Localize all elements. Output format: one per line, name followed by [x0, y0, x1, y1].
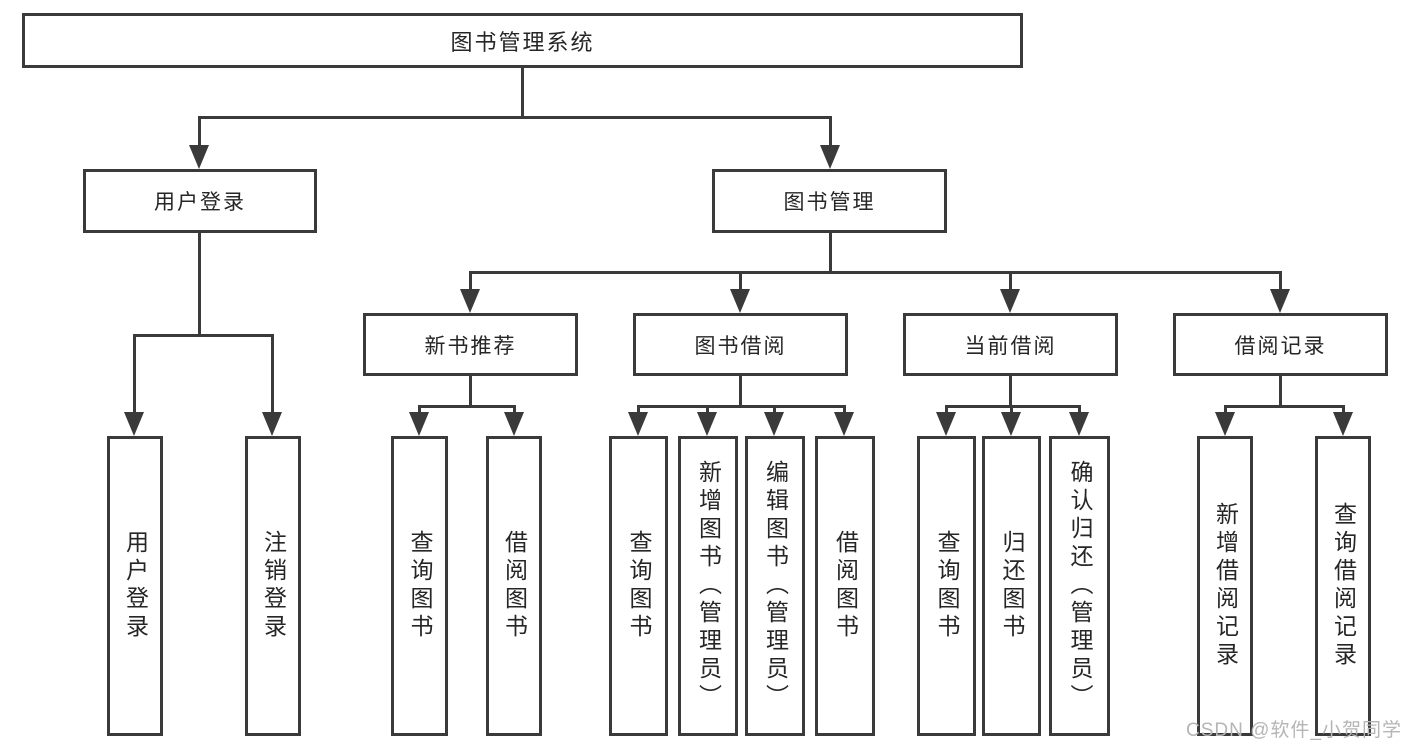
- connector-line: [829, 233, 832, 273]
- node-current-borrowing: 当前借阅: [903, 313, 1118, 376]
- node-new-book-recommend-label: 新书推荐: [424, 334, 517, 358]
- connector-line: [843, 408, 846, 414]
- connector-line: [133, 334, 274, 337]
- connector-line: [271, 337, 274, 413]
- node-book-borrowing: 图书借阅: [633, 313, 848, 376]
- connector-line: [469, 274, 472, 291]
- leaf-query-books-borrowing-label: 查询图书: [626, 530, 652, 642]
- leaf-user-login-label: 用户登录: [122, 530, 149, 642]
- leaf-edit-book-admin-label: 编辑图书（管理员）: [762, 460, 789, 712]
- leaf-logout-label: 注销登录: [260, 530, 287, 642]
- arrow-down-icon: [628, 412, 648, 436]
- arrow-down-icon: [1270, 289, 1290, 313]
- arrow-down-icon: [1001, 412, 1021, 436]
- arrow-down-icon: [764, 412, 784, 436]
- watermark: CSDN @软件_小贺同学: [1186, 720, 1402, 741]
- arrow-down-icon: [1000, 289, 1020, 313]
- arrow-down-icon: [460, 289, 480, 313]
- connector-line: [198, 119, 201, 147]
- arrow-down-icon: [834, 412, 854, 436]
- connector-line: [1010, 408, 1013, 414]
- connector-line: [513, 408, 516, 414]
- arrow-down-icon: [189, 145, 209, 169]
- connector-line: [198, 116, 832, 119]
- leaf-add-borrow-record-label: 新增借阅记录: [1212, 502, 1239, 670]
- connector-line: [706, 408, 709, 414]
- node-root-label: 图书管理系统: [450, 29, 595, 55]
- node-current-borrowing-label: 当前借阅: [964, 334, 1057, 358]
- node-root: 图书管理系统: [22, 13, 1023, 68]
- connector-line: [469, 376, 472, 407]
- leaf-user-login: 用户登录: [107, 436, 163, 736]
- node-borrow-records-label: 借阅记录: [1234, 334, 1327, 358]
- leaf-edit-book-admin: 编辑图书（管理员）: [745, 436, 805, 736]
- connector-line: [198, 233, 201, 336]
- connector-line: [739, 376, 742, 407]
- leaf-borrow-books-borrowing-label: 借阅图书: [832, 530, 859, 642]
- arrow-down-icon: [504, 412, 524, 436]
- arrow-down-icon: [124, 412, 144, 436]
- leaf-return-books-label: 归还图书: [999, 530, 1025, 642]
- node-book-management: 图书管理: [712, 169, 947, 233]
- connector-line: [773, 408, 776, 414]
- connector-line: [637, 405, 846, 408]
- leaf-logout: 注销登录: [245, 436, 301, 736]
- leaf-confirm-return-admin: 确认归还（管理员）: [1049, 436, 1110, 736]
- connector-line: [521, 68, 524, 118]
- leaf-borrow-books-recommend: 借阅图书: [486, 436, 542, 736]
- leaf-return-books: 归还图书: [982, 436, 1041, 736]
- leaf-confirm-return-admin-label: 确认归还（管理员）: [1067, 460, 1093, 712]
- leaf-add-book-admin: 新增图书（管理员）: [678, 436, 738, 736]
- connector-line: [1078, 408, 1081, 414]
- connector-line: [1009, 274, 1012, 291]
- leaf-borrow-books-recommend-label: 借阅图书: [501, 530, 528, 642]
- node-new-book-recommend: 新书推荐: [363, 313, 578, 376]
- leaf-query-books-current-label: 查询图书: [934, 530, 960, 642]
- connector-line: [469, 271, 1282, 274]
- node-user-login-label: 用户登录: [154, 191, 246, 214]
- arrow-down-icon: [262, 412, 282, 436]
- connector-line: [1009, 376, 1012, 407]
- leaf-query-books-current: 查询图书: [917, 436, 976, 736]
- arrow-down-icon: [409, 412, 429, 436]
- node-user-login: 用户登录: [83, 169, 317, 233]
- arrow-down-icon: [1069, 412, 1089, 436]
- arrow-down-icon: [697, 412, 717, 436]
- connector-line: [418, 405, 516, 408]
- connector-line: [1224, 405, 1345, 408]
- connector-line: [1224, 408, 1227, 414]
- leaf-query-books-recommend: 查询图书: [391, 436, 448, 736]
- leaf-add-borrow-record: 新增借阅记录: [1197, 436, 1253, 736]
- connector-line: [945, 405, 1081, 408]
- leaf-query-borrow-record: 查询借阅记录: [1315, 436, 1371, 736]
- connector-line: [1279, 274, 1282, 291]
- connector-line: [1279, 376, 1282, 407]
- leaf-query-books-recommend-label: 查询图书: [407, 530, 433, 642]
- connector-line: [829, 119, 832, 147]
- arrow-down-icon: [820, 145, 840, 169]
- leaf-query-books-borrowing: 查询图书: [609, 436, 668, 736]
- connector-line: [418, 408, 421, 414]
- arrow-down-icon: [1215, 412, 1235, 436]
- connector-line: [739, 274, 742, 291]
- node-book-management-label: 图书管理: [783, 191, 876, 214]
- leaf-query-borrow-record-label: 查询借阅记录: [1330, 502, 1357, 670]
- node-borrow-records: 借阅记录: [1173, 313, 1388, 376]
- arrow-down-icon: [936, 412, 956, 436]
- connector-line: [1342, 408, 1345, 414]
- connector-line: [637, 408, 640, 414]
- connector-line: [945, 408, 948, 414]
- arrow-down-icon: [730, 289, 750, 313]
- leaf-add-book-admin-label: 新增图书（管理员）: [695, 460, 722, 712]
- leaf-borrow-books-borrowing: 借阅图书: [815, 436, 875, 736]
- connector-line: [133, 337, 136, 413]
- node-book-borrowing-label: 图书借阅: [694, 334, 787, 358]
- arrow-down-icon: [1333, 412, 1353, 436]
